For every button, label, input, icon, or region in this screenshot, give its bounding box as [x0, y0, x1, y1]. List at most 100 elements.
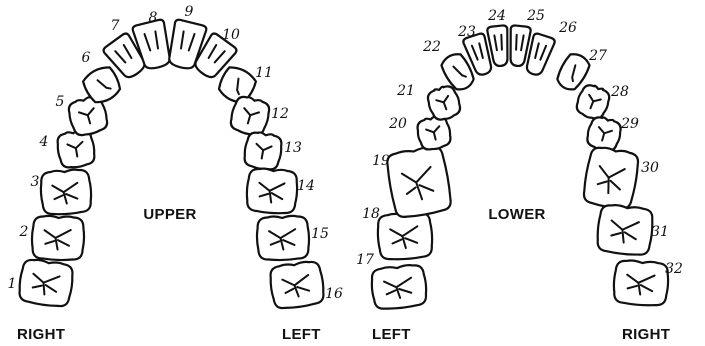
- tooth-14: [245, 167, 299, 215]
- tooth-number-6: 6: [82, 50, 91, 66]
- tooth-number-23: 23: [457, 24, 476, 40]
- tooth-18-outline: [376, 211, 434, 261]
- tooth-2: [30, 214, 86, 262]
- tooth-30-outline: [582, 146, 640, 210]
- tooth-25: [509, 24, 532, 68]
- tooth-7-grooves: [114, 44, 133, 64]
- tooth-26-outline: [525, 32, 556, 76]
- tooth-9-grooves: [180, 30, 196, 52]
- tooth-number-1: 1: [8, 276, 17, 292]
- tooth-8: [131, 18, 171, 70]
- tooth-3-outline: [39, 168, 93, 216]
- tooth-number-25: 25: [526, 8, 545, 24]
- tooth-number-14: 14: [297, 178, 315, 194]
- tooth-8-outline: [131, 18, 171, 70]
- tooth-number-31: 31: [651, 224, 669, 240]
- tooth-number-11: 11: [255, 65, 273, 81]
- upper-left-side-label: LEFT: [282, 326, 321, 343]
- tooth-19: [386, 146, 452, 218]
- tooth-21: [426, 85, 462, 121]
- tooth-6: [81, 66, 122, 104]
- tooth-32: [612, 259, 670, 307]
- tooth-number-15: 15: [311, 226, 329, 242]
- tooth-5: [67, 95, 109, 137]
- lower-left-side-label: LEFT: [372, 326, 411, 343]
- tooth-6-grooves: [96, 79, 112, 90]
- tooth-30-grooves: [596, 165, 626, 195]
- tooth-25-grooves: [515, 33, 525, 52]
- tooth-1: [18, 258, 74, 308]
- tooth-32-grooves: [626, 273, 656, 296]
- tooth-19-outline: [386, 146, 452, 218]
- tooth-26-grooves: [534, 42, 548, 61]
- tooth-11-grooves: [236, 77, 240, 96]
- tooth-1-grooves: [31, 272, 61, 296]
- tooth-5-grooves: [78, 107, 95, 125]
- tooth-number-19: 19: [372, 153, 390, 169]
- tooth-16-grooves: [281, 273, 311, 298]
- tooth-21-grooves: [435, 94, 450, 111]
- lower-right-side-label: RIGHT: [622, 326, 670, 343]
- tooth-number-20: 20: [388, 116, 407, 132]
- tooth-number-32: 32: [665, 261, 683, 277]
- tooth-number-2: 2: [19, 224, 29, 240]
- tooth-28: [575, 84, 611, 120]
- tooth-8-grooves: [143, 30, 159, 52]
- tooth-19-grooves: [400, 165, 435, 201]
- tooth-31-grooves: [610, 219, 640, 244]
- tooth-number-24: 24: [487, 8, 506, 24]
- tooth-17-outline: [370, 264, 428, 310]
- tooth-7-outline: [102, 32, 146, 79]
- tooth-22: [440, 53, 475, 91]
- tooth-14-outline: [245, 167, 299, 215]
- tooth-14-grooves: [258, 181, 286, 204]
- upper-right-side-label: RIGHT: [17, 326, 65, 343]
- tooth-number-29: 29: [620, 116, 639, 132]
- tooth-10: [194, 32, 238, 79]
- tooth-number-13: 13: [284, 140, 302, 156]
- tooth-24: [486, 24, 509, 68]
- upper-arch-label: UPPER: [143, 206, 196, 223]
- tooth-number-21: 21: [396, 83, 415, 99]
- tooth-2-outline: [30, 214, 86, 262]
- tooth-15-outline: [255, 214, 311, 262]
- tooth-12-grooves: [243, 107, 260, 125]
- tooth-10-outline: [194, 32, 238, 79]
- tooth-9: [168, 18, 208, 70]
- tooth-number-28: 28: [610, 84, 629, 100]
- tooth-27: [556, 53, 591, 91]
- tooth-24-outline: [486, 24, 509, 68]
- lower-arch-label: LOWER: [488, 206, 545, 223]
- tooth-15: [255, 214, 311, 262]
- tooth-2-grooves: [43, 229, 72, 251]
- tooth-18-grooves: [389, 225, 419, 250]
- tooth-17: [370, 264, 428, 310]
- tooth-number-4: 4: [39, 134, 49, 150]
- tooth-number-10: 10: [222, 27, 240, 43]
- tooth-23-outline: [462, 32, 493, 76]
- tooth-number-7: 7: [111, 18, 120, 34]
- tooth-23-grooves: [470, 42, 484, 61]
- tooth-30: [582, 146, 640, 210]
- tooth-number-26: 26: [558, 20, 577, 36]
- tooth-32-outline: [612, 259, 670, 307]
- tooth-27-grooves: [571, 64, 577, 83]
- tooth-number-12: 12: [271, 106, 289, 122]
- tooth-number-8: 8: [149, 10, 158, 26]
- tooth-number-22: 22: [422, 39, 441, 55]
- tooth-16-outline: [269, 260, 325, 310]
- tooth-number-9: 9: [185, 4, 194, 20]
- tooth-20-grooves: [425, 125, 441, 141]
- tooth-number-30: 30: [641, 160, 659, 176]
- tooth-28-grooves: [588, 93, 602, 110]
- tooth-number-18: 18: [362, 206, 380, 222]
- tooth-24-grooves: [493, 33, 503, 52]
- tooth-9-outline: [168, 18, 208, 70]
- tooth-number-5: 5: [56, 94, 65, 110]
- tooth-15-grooves: [268, 228, 297, 251]
- tooth-17-grooves: [383, 276, 413, 299]
- tooth-number-27: 27: [588, 48, 607, 64]
- tooth-1-outline: [18, 258, 74, 308]
- tooth-10-grooves: [207, 44, 226, 64]
